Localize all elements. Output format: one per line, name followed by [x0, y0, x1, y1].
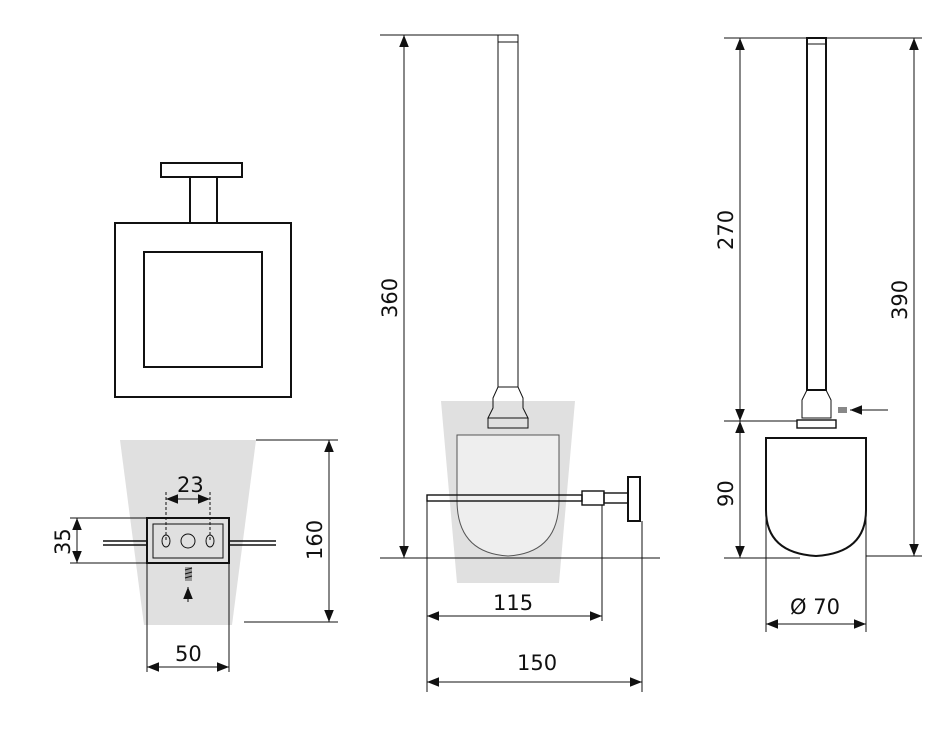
front-view-holder: [114, 162, 292, 398]
dim-diameter-label: Ø 70: [790, 595, 840, 619]
dim-360-label: 360: [378, 278, 402, 318]
top-view-mount: 23 35 50 160: [51, 439, 338, 672]
dim-150-label: 150: [517, 651, 557, 675]
dim-390-label: 390: [888, 280, 912, 320]
dim-90-label: 90: [714, 480, 738, 507]
brush-view: 270 90 390 Ø 70: [714, 37, 922, 632]
dim-115-label: 115: [493, 591, 533, 615]
dim-160-label: 160: [303, 520, 327, 560]
dim-35-label: 35: [51, 528, 75, 555]
dim-270-label: 270: [714, 210, 738, 250]
dim-23-label: 23: [177, 473, 204, 497]
dim-50-label: 50: [175, 642, 202, 666]
screw-icon: [183, 567, 193, 602]
side-view: 360 115 150: [378, 34, 660, 692]
